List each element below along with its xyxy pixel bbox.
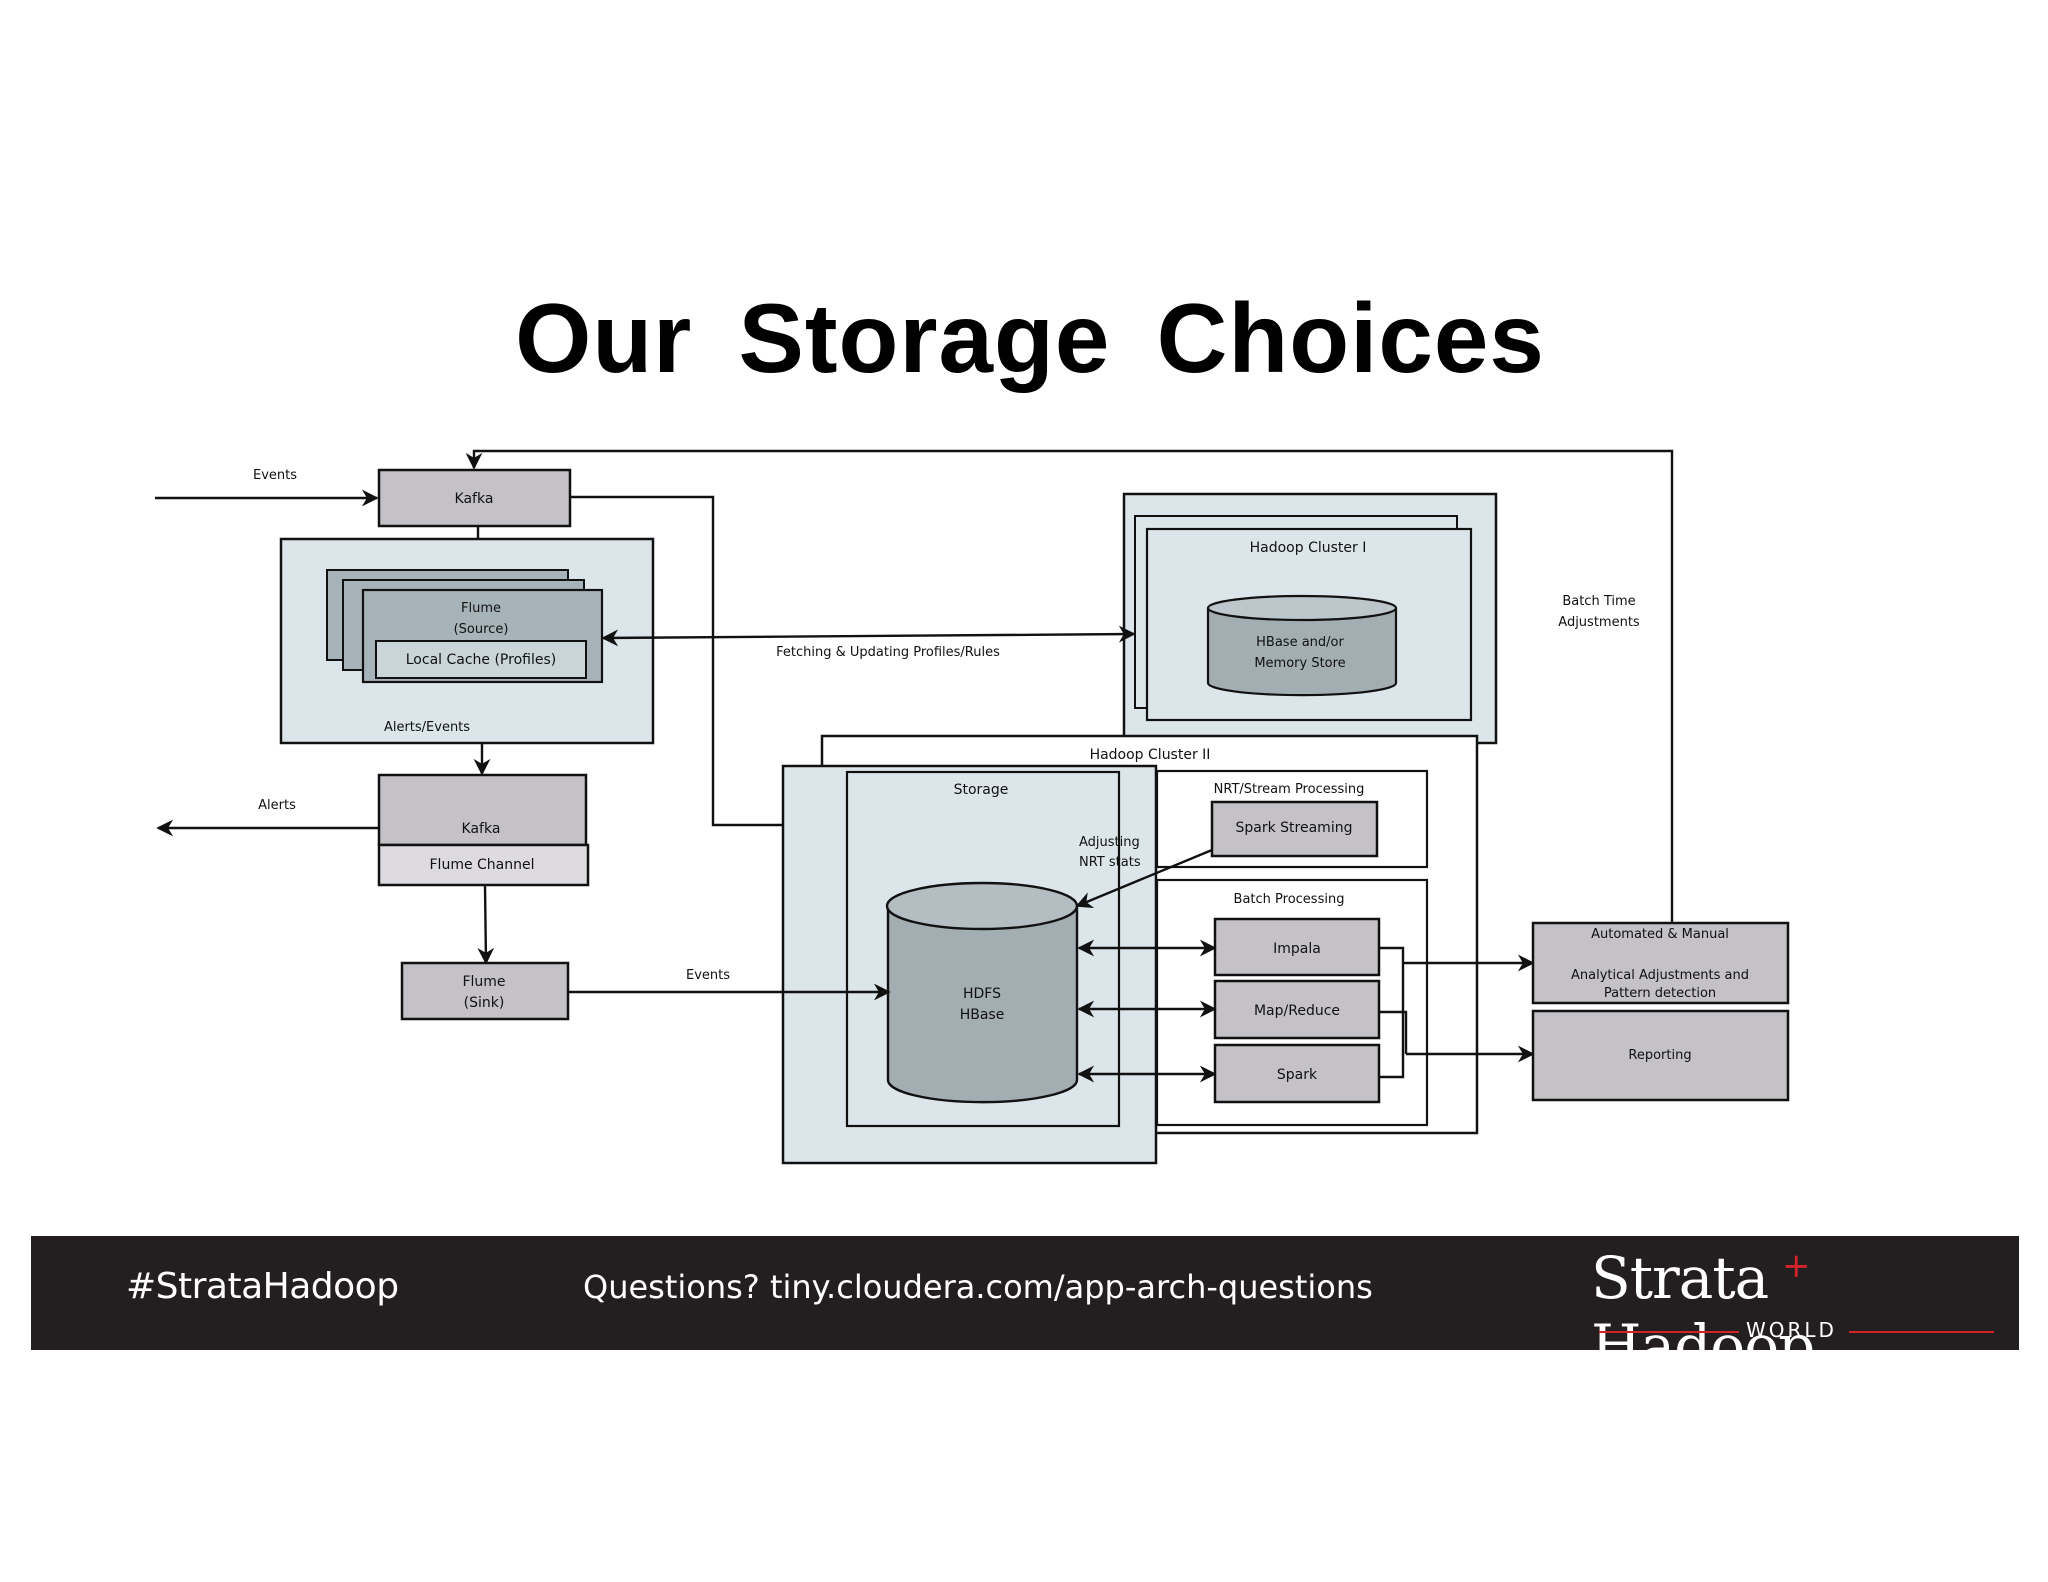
footer-banner: #StrataHadoop Questions? tiny.cloudera.c…: [31, 1236, 2019, 1380]
fetching-label: Fetching & Updating Profiles/Rules: [776, 645, 1000, 660]
hadoop-cluster-1-label: Hadoop Cluster I: [1250, 540, 1367, 556]
flume-source-line1: Flume: [461, 601, 501, 616]
logo-divider-right: [1849, 1331, 1994, 1333]
adjusting-line1: Adjusting: [1079, 835, 1140, 850]
reporting-box: [1531, 1009, 1790, 1102]
spark-streaming-box: [1210, 800, 1379, 858]
flume-source-line2: (Source): [454, 622, 509, 637]
kafka-mid-label: Kafka: [462, 821, 501, 837]
impala-box: [1213, 917, 1381, 977]
impala-label: Impala: [1273, 941, 1321, 957]
reporting-label: Reporting: [1628, 1048, 1691, 1063]
hdfs-hbase-cylinder: [885, 881, 1079, 1104]
logo-main-text: Strata Hadoop: [1591, 1244, 1815, 1380]
architecture-diagram: Events Kafka Flume (Source) Local Cache …: [155, 449, 1790, 1165]
hdfs-line2: HBase: [960, 1007, 1005, 1023]
batch-time-line1: Batch Time: [1562, 594, 1635, 609]
spark-streaming-label: Spark Streaming: [1236, 820, 1353, 836]
kafka-mid-box: [377, 773, 588, 847]
adjusting-line2: NRT stats: [1079, 855, 1141, 870]
flume-sink-line1: Flume: [462, 974, 505, 990]
automated-line2: Analytical Adjustments and: [1571, 968, 1749, 983]
automated-line3: Pattern detection: [1604, 986, 1716, 1001]
hashtag-text: #StrataHadoop: [126, 1266, 399, 1307]
adjusting-nrt-arrow: [1075, 848, 1213, 908]
flume-sink-box: [400, 961, 570, 1021]
slide-title: Our Storage Choices: [515, 283, 1545, 393]
nrt-stream-label: NRT/Stream Processing: [1214, 782, 1365, 797]
events-in-label: Events: [253, 468, 297, 483]
local-cache-box: [375, 640, 587, 679]
strata-hadoop-world-logo: Strata Hadoop + WORLD: [1591, 1244, 2001, 1380]
flume-channel-box: [377, 843, 590, 887]
logo-sub-text: WORLD: [1746, 1318, 1837, 1342]
fetching-arrow: [601, 625, 1136, 647]
automated-line1: Automated & Manual: [1591, 927, 1729, 942]
questions-link-text: Questions? tiny.cloudera.com/app-arch-qu…: [583, 1268, 1373, 1306]
hbase-line2: Memory Store: [1254, 656, 1345, 671]
channel-to-sink-arrow: [477, 884, 495, 965]
batch-processing-label: Batch Processing: [1234, 892, 1345, 907]
flume-sink-line2: (Sink): [464, 995, 505, 1011]
logo-divider-left: [1599, 1331, 1739, 1333]
kafka-top-label: Kafka: [455, 491, 494, 507]
hdfs-line1: HDFS: [963, 986, 1001, 1002]
map-reduce-box: [1213, 979, 1381, 1040]
events-mid-label: Events: [686, 968, 730, 983]
mapreduce-out-connector: [1379, 1010, 1408, 1054]
batch-time-feedback-line: [465, 449, 1674, 923]
flume-channel-label: Flume Channel: [430, 857, 535, 873]
alerts-events-label: Alerts/Events: [384, 720, 470, 735]
batch-time-line2: Adjustments: [1558, 615, 1640, 630]
local-cache-label: Local Cache (Profiles): [406, 652, 556, 668]
alerts-out-label: Alerts: [258, 798, 296, 813]
storage-label: Storage: [954, 782, 1009, 798]
kafka-top-box: [377, 468, 572, 528]
hadoop-cluster-2-label: Hadoop Cluster II: [1090, 747, 1211, 763]
automated-adjustments-box: [1531, 921, 1790, 1005]
map-reduce-label: Map/Reduce: [1254, 1003, 1340, 1019]
logo-plus-icon: +: [1782, 1246, 1811, 1286]
spark-label: Spark: [1277, 1067, 1318, 1083]
hbase-memory-store-cylinder: [1206, 594, 1398, 697]
hbase-line1: HBase and/or: [1256, 635, 1344, 650]
